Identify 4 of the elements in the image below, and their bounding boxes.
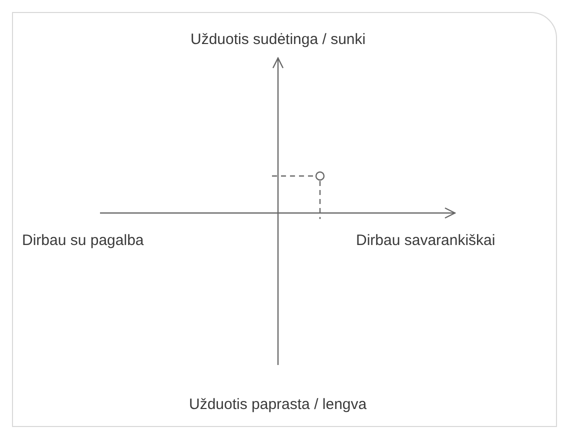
axis-label: Užduotis paprasta / lengva — [189, 396, 367, 413]
axis-label: Dirbau su pagalba — [22, 232, 144, 249]
axis-label: Dirbau savarankiškai — [356, 232, 496, 249]
axis-label: Užduotis sudėtinga / sunki — [190, 31, 366, 48]
